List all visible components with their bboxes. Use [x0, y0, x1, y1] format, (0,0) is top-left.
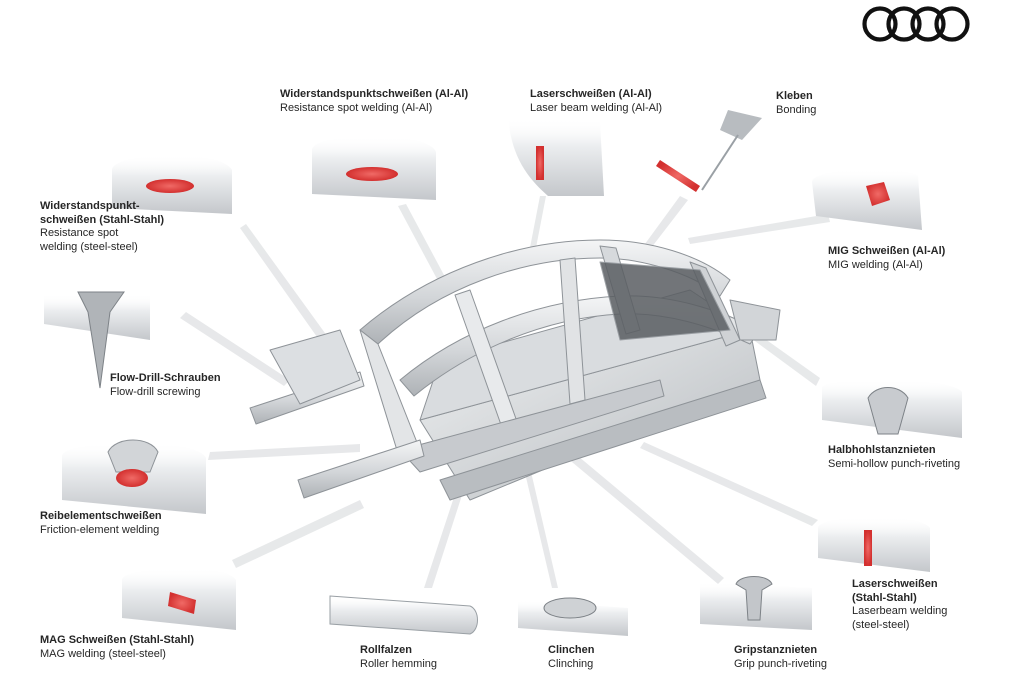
sample-resistance-spot-steel	[112, 154, 232, 214]
callout-laser-alal: Laserschweißen (Al-Al) Laser beam weldin…	[530, 88, 700, 115]
callout-roller-hemming: Rollfalzen Roller hemming	[360, 644, 480, 671]
sample-mig	[812, 168, 922, 230]
callout-title: Halbhohlstanznieten	[828, 444, 936, 456]
callout-grip-punch: Gripstanznieten Grip punch-riveting	[734, 644, 864, 671]
callout-title: Gripstanznieten	[734, 644, 818, 656]
sample-laser-alal	[508, 118, 604, 196]
callout-bonding: Kleben Bonding	[776, 90, 856, 117]
sample-flow-drill	[44, 291, 150, 389]
callout-subtitle: Friction-element welding	[40, 523, 160, 536]
callout-title: Widerstandspunktschweißen (Al-Al)	[280, 88, 469, 100]
callout-title: Rollfalzen	[360, 644, 412, 656]
callout-semi-hollow: Halbhohlstanznieten Semi-hollow punch-ri…	[828, 444, 1008, 471]
callout-laser-steel: Laserschweißen (Stahl-Stahl) Laserbeam w…	[852, 578, 1002, 632]
sample-friction-element	[62, 439, 206, 514]
callout-clinching: Clinchen Clinching	[548, 644, 648, 671]
callout-flow-drill: Flow-Drill-Schrauben Flow-drill screwing	[110, 372, 260, 399]
callout-title: MAG Schweißen (Stahl-Stahl)	[40, 634, 195, 646]
callout-subtitle: Resistance spot welding (steel-steel)	[40, 227, 138, 253]
callout-title: Kleben	[776, 90, 813, 102]
sample-roller-hemming	[329, 595, 478, 635]
callout-subtitle: Clinching	[548, 657, 594, 670]
callout-title: Laserschweißen (Al-Al)	[530, 88, 652, 100]
sample-laser-steel	[818, 516, 930, 572]
callout-friction-element: Reibelementschweißen Friction-element we…	[40, 510, 200, 537]
sample-grip-punch	[700, 576, 812, 630]
callout-title: Widerstandspunkt- schweißen (Stahl-Stahl…	[40, 200, 165, 226]
callout-subtitle: Resistance spot welding (Al-Al)	[280, 101, 433, 114]
car-body-frame	[249, 239, 781, 501]
callout-subtitle: Laser beam welding (Al-Al)	[530, 101, 663, 114]
callout-subtitle: Bonding	[776, 103, 817, 116]
callout-subtitle: Roller hemming	[360, 657, 438, 670]
sample-semi-hollow	[822, 379, 962, 438]
callout-subtitle: Grip punch-riveting	[734, 657, 827, 670]
callout-subtitle: Semi-hollow punch-riveting	[828, 457, 961, 470]
callout-resistance-spot-steel: Widerstandspunkt- schweißen (Stahl-Stahl…	[40, 200, 210, 254]
callout-subtitle: MIG welding (Al-Al)	[828, 258, 923, 271]
sample-mag	[122, 567, 236, 630]
sample-resistance-spot-alal	[312, 136, 436, 200]
sample-clinching	[518, 597, 628, 636]
callout-title: Reibelementschweißen	[40, 510, 162, 522]
callout-title: Flow-Drill-Schrauben	[110, 372, 221, 384]
callout-resistance-spot-alal: Widerstandspunktschweißen (Al-Al) Resist…	[280, 88, 510, 115]
callout-title: Laserschweißen (Stahl-Stahl)	[852, 578, 938, 604]
callout-mig: MIG Schweißen (Al-Al) MIG welding (Al-Al…	[828, 245, 978, 272]
callout-mag: MAG Schweißen (Stahl-Stahl) MAG welding …	[40, 634, 220, 661]
callout-title: Clinchen	[548, 644, 595, 656]
four-rings-logo	[862, 6, 970, 42]
callout-title: MIG Schweißen (Al-Al)	[828, 245, 946, 257]
callout-subtitle: Laserbeam welding (steel-steel)	[852, 605, 948, 631]
sample-bonding	[656, 110, 762, 192]
callout-subtitle: MAG welding (steel-steel)	[40, 647, 166, 660]
callout-subtitle: Flow-drill screwing	[110, 385, 201, 398]
leader-beams	[180, 196, 830, 588]
